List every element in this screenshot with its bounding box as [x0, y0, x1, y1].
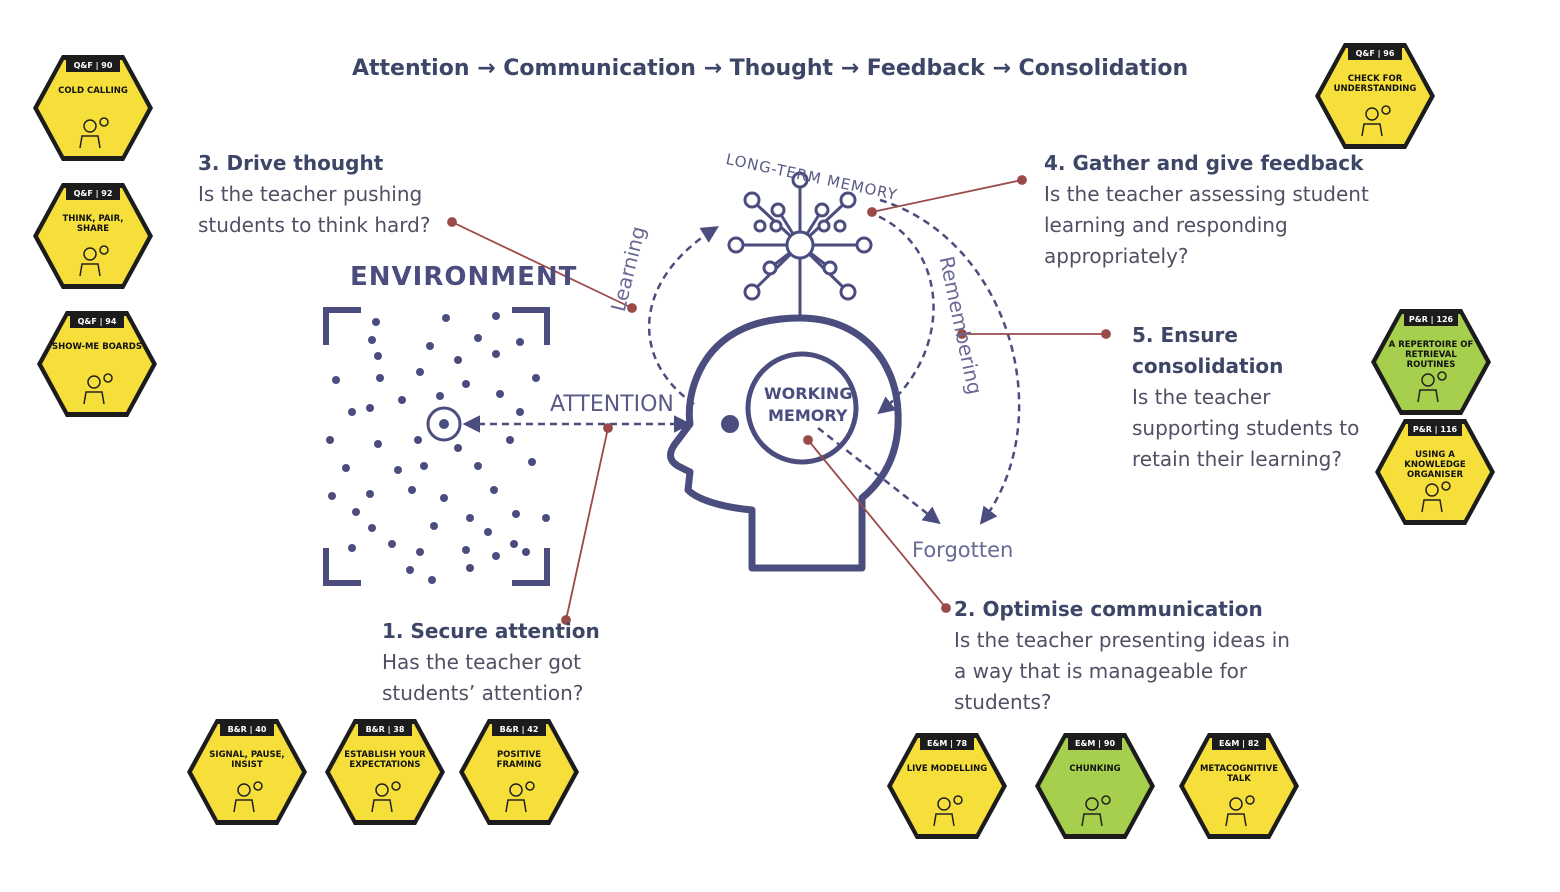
step-line: students to think hard?: [198, 213, 431, 237]
card-title: CHECK FOR UNDERSTANDING: [1333, 74, 1417, 94]
step-line: Is the teacher: [1132, 385, 1271, 409]
step-heading: 4. Gather and give feedback: [1044, 151, 1364, 175]
card-code: E&M | 82: [1218, 739, 1260, 748]
step-line: students’ attention?: [382, 681, 584, 705]
technique-card: B&R | 38 ESTABLISH YOUR EXPECTATIONS: [322, 716, 448, 828]
card-title: POSITIVE FRAMING: [496, 750, 542, 770]
step-line: Is the teacher pushing: [198, 182, 423, 206]
step-heading: 1. Secure attention: [382, 619, 600, 643]
long-term-memory-neuron: [727, 171, 873, 318]
technique-card: Q&F | 96 CHECK FOR UNDERSTANDING: [1312, 40, 1438, 152]
step-line: supporting students to: [1132, 416, 1360, 440]
technique-card: E&M | 78 LIVE MODELLING: [884, 730, 1010, 842]
step-line: Is the teacher assessing student: [1044, 182, 1369, 206]
step-line: retain their learning?: [1132, 447, 1342, 471]
step-line: Has the teacher got: [382, 650, 581, 674]
technique-card: B&R | 42 POSITIVE FRAMING: [456, 716, 582, 828]
step-line: Is the teacher presenting ideas in: [954, 628, 1290, 652]
card-title: ESTABLISH YOUR EXPECTATIONS: [344, 750, 426, 770]
environment-dots: [326, 312, 550, 584]
card-title: SIGNAL, PAUSE, INSIST: [209, 750, 285, 770]
step-line: a way that is manageable for: [954, 659, 1248, 683]
card-title: CHUNKING: [1069, 764, 1121, 774]
technique-card: Q&F | 90 COLD CALLING: [30, 52, 156, 164]
remembering-arrow: [867, 210, 935, 415]
card-code: P&R | 116: [1412, 425, 1458, 434]
card-title: COLD CALLING: [58, 86, 128, 96]
step-heading: 5. Ensure: [1132, 323, 1238, 347]
head-eye: [721, 415, 739, 433]
working-memory-label-2: MEMORY: [768, 406, 848, 425]
card-code: E&M | 90: [1074, 739, 1116, 748]
step-line: students?: [954, 690, 1052, 714]
card-title: LIVE MODELLING: [906, 764, 988, 774]
step-consolidation: 5. Ensure consolidation Is the teacher s…: [1132, 320, 1359, 475]
technique-card: P&R | 126 A REPERTOIRE OF RETRIEVAL ROUTI…: [1368, 306, 1494, 418]
card-code: Q&F | 92: [73, 189, 113, 198]
attention-label: ATTENTION: [550, 392, 674, 417]
working-memory-circle: [745, 351, 859, 465]
environment-frame: [323, 307, 550, 586]
card-code: B&R | 42: [499, 725, 539, 734]
card-code: B&R | 38: [365, 725, 405, 734]
technique-card: Q&F | 92 THINK, PAIR, SHARE: [30, 180, 156, 292]
technique-card: E&M | 90 CHUNKING: [1032, 730, 1158, 842]
card-code: Q&F | 94: [77, 317, 117, 326]
card-code: Q&F | 90: [73, 61, 113, 70]
technique-card: B&R | 40 SIGNAL, PAUSE, INSIST: [184, 716, 310, 828]
learning-arrow: [647, 226, 719, 406]
card-title: SHOW-ME BOARDS: [51, 342, 142, 352]
step-drive-thought: 3. Drive thought Is the teacher pushing …: [198, 148, 430, 241]
card-code: P&R | 126: [1408, 315, 1454, 324]
forgotten-label: Forgotten: [912, 538, 1014, 562]
head-outline: [667, 314, 902, 572]
step-line: appropriately?: [1044, 244, 1189, 268]
step-communication: 2. Optimise communication Is the teacher…: [954, 594, 1290, 718]
step-heading: 3. Drive thought: [198, 151, 384, 175]
forgetting-outer-arrow: [879, 198, 1021, 525]
connector-lines: [447, 175, 1111, 625]
step-secure-attention: 1. Secure attention Has the teacher got …: [382, 616, 600, 709]
step-heading: consolidation: [1132, 354, 1284, 378]
card-code: B&R | 40: [227, 725, 267, 734]
technique-card: Q&F | 94 SHOW-ME BOARDS: [34, 308, 160, 420]
environment-label: ENVIRONMENT: [350, 262, 578, 292]
forgetting-arrow: [817, 427, 941, 525]
flow-title: Attention → Communication → Thought → Fe…: [352, 56, 1189, 81]
step-heading: 2. Optimise communication: [954, 597, 1263, 621]
technique-card: E&M | 82 METACOGNITIVE TALK: [1176, 730, 1302, 842]
card-title: THINK, PAIR, SHARE: [62, 214, 124, 234]
step-feedback: 4. Gather and give feedback Is the teach…: [1044, 148, 1369, 272]
card-code: E&M | 78: [926, 739, 968, 748]
card-code: Q&F | 96: [1355, 49, 1395, 58]
attention-target: [426, 406, 462, 442]
working-memory-label-1: WORKING: [764, 384, 853, 403]
card-title: METACOGNITIVE TALK: [1199, 764, 1278, 784]
step-line: learning and responding: [1044, 213, 1288, 237]
card-title: A REPERTOIRE OF RETRIEVAL ROUTINES: [1388, 340, 1474, 370]
card-title: USING A KNOWLEDGE ORGANISER: [1404, 450, 1466, 480]
